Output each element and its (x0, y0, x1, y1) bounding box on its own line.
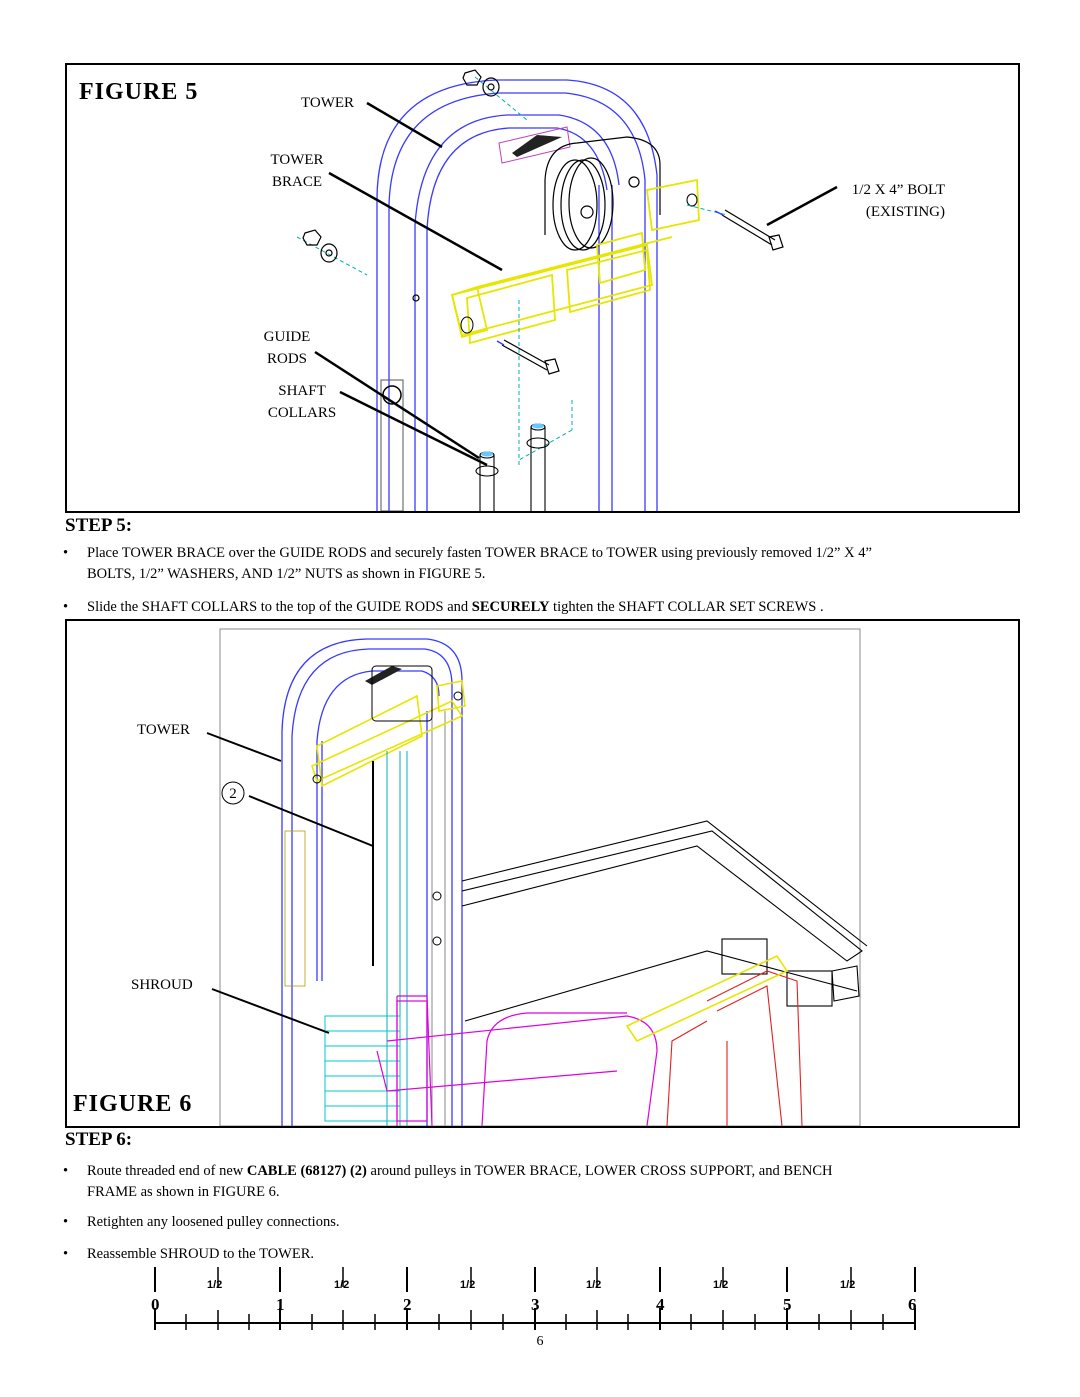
half-inch-label: 1/2 (334, 1279, 350, 1291)
half-inch-label: 1/2 (840, 1279, 856, 1291)
bullet-mark: • (63, 545, 69, 561)
bullet-mark: • (63, 1163, 69, 1179)
tower-label: TOWER (301, 95, 355, 111)
bullet-mark: • (63, 1246, 69, 1262)
ruler-number: 5 (783, 1295, 792, 1314)
shaft-collars-label: SHAFT COLLARS (257, 380, 347, 424)
step-5-bullet-2-tail: tighten the SHAFT COLLAR SET SCREWS . (549, 599, 824, 615)
bullet-mark: • (63, 1214, 69, 1230)
bolt-label-line-1: 1/2 X 4” BOLT (851, 182, 945, 198)
guide-rods-label-line-2: RODS (266, 351, 307, 367)
step-6-bullet-2-text: Retighten any loosened pulley connection… (87, 1214, 340, 1230)
figure-6-panel: TOWER 2 SHROUD FIGURE 6 (65, 619, 1020, 1128)
ruler-ticks (154, 1267, 916, 1330)
page-number: 6 (536, 1334, 544, 1349)
step-5-heading: STEP 5: (65, 515, 133, 536)
figure-6-title: FIGURE 6 (73, 1091, 193, 1117)
step-5-bullet-2-emphasis: SECURELY (471, 599, 550, 615)
bullet-mark: • (63, 599, 69, 615)
tower-brace-label: TOWER BRACE (257, 149, 337, 193)
ruler-number: 0 (151, 1295, 160, 1314)
figure-5-title: FIGURE 5 (79, 79, 199, 105)
ruler-number: 4 (656, 1295, 665, 1314)
half-inch-label: 1/2 (713, 1279, 729, 1291)
step-6-bullet-3-text: Reassemble SHROUD to the TOWER. (87, 1246, 315, 1262)
inch-ruler: 1/2 1/2 1/2 1/2 1/2 1/2 0 1 2 3 4 5 6 (150, 1262, 920, 1342)
half-inch-label: 1/2 (207, 1279, 223, 1291)
bolt-label: 1/2 X 4” BOLT (EXISTING) (807, 179, 945, 223)
step-5-bullet-1-line-2: BOLTS, 1/2” WASHERS, AND 1/2” NUTS as sh… (87, 566, 486, 582)
step-5-bullet-2-text: Slide the SHAFT COLLARS to the top of th… (87, 599, 472, 615)
guide-rods-label-line-1: GUIDE (263, 329, 311, 345)
figure-6-drawing (206, 628, 868, 1126)
step-6-heading: STEP 6: (65, 1129, 133, 1150)
ruler-number: 6 (908, 1295, 917, 1314)
cable-callout-number: 2 (229, 786, 237, 802)
shaft-collars-label-line-1: SHAFT (278, 383, 326, 399)
half-inch-label: 1/2 (586, 1279, 602, 1291)
ruler-number: 3 (531, 1295, 540, 1314)
ruler-number: 2 (403, 1295, 412, 1314)
bolt-label-line-2: (EXISTING) (865, 204, 945, 220)
ruler-number: 1 (276, 1295, 285, 1314)
figure-5-panel: FIGURE 5 TOWER TOWER BRACE 1/2 X 4” BOLT… (65, 63, 1020, 513)
step-6-bullet-1-emphasis: CABLE (68127) (2) (246, 1163, 367, 1179)
step-5-bullet-1-line-1: Place TOWER BRACE over the GUIDE RODS an… (87, 545, 872, 561)
tower-label: TOWER (137, 722, 191, 738)
step-6-bullet-1-text: Route threaded end of new (87, 1163, 247, 1179)
shroud-label: SHROUD (131, 977, 193, 993)
tower-brace-label-line-1: TOWER (270, 152, 324, 168)
tower-brace-label-line-2: BRACE (271, 174, 322, 190)
half-inch-label: 1/2 (460, 1279, 476, 1291)
step-6-bullet-1-tail: around pulleys in TOWER BRACE, LOWER CRO… (366, 1163, 833, 1179)
figure-5-drawing (296, 69, 838, 511)
step-6-bullet-1-line-2: FRAME as shown in FIGURE 6. (87, 1184, 280, 1200)
guide-rods-label: GUIDE RODS (247, 326, 327, 370)
shaft-collars-label-line-2: COLLARS (267, 405, 337, 421)
